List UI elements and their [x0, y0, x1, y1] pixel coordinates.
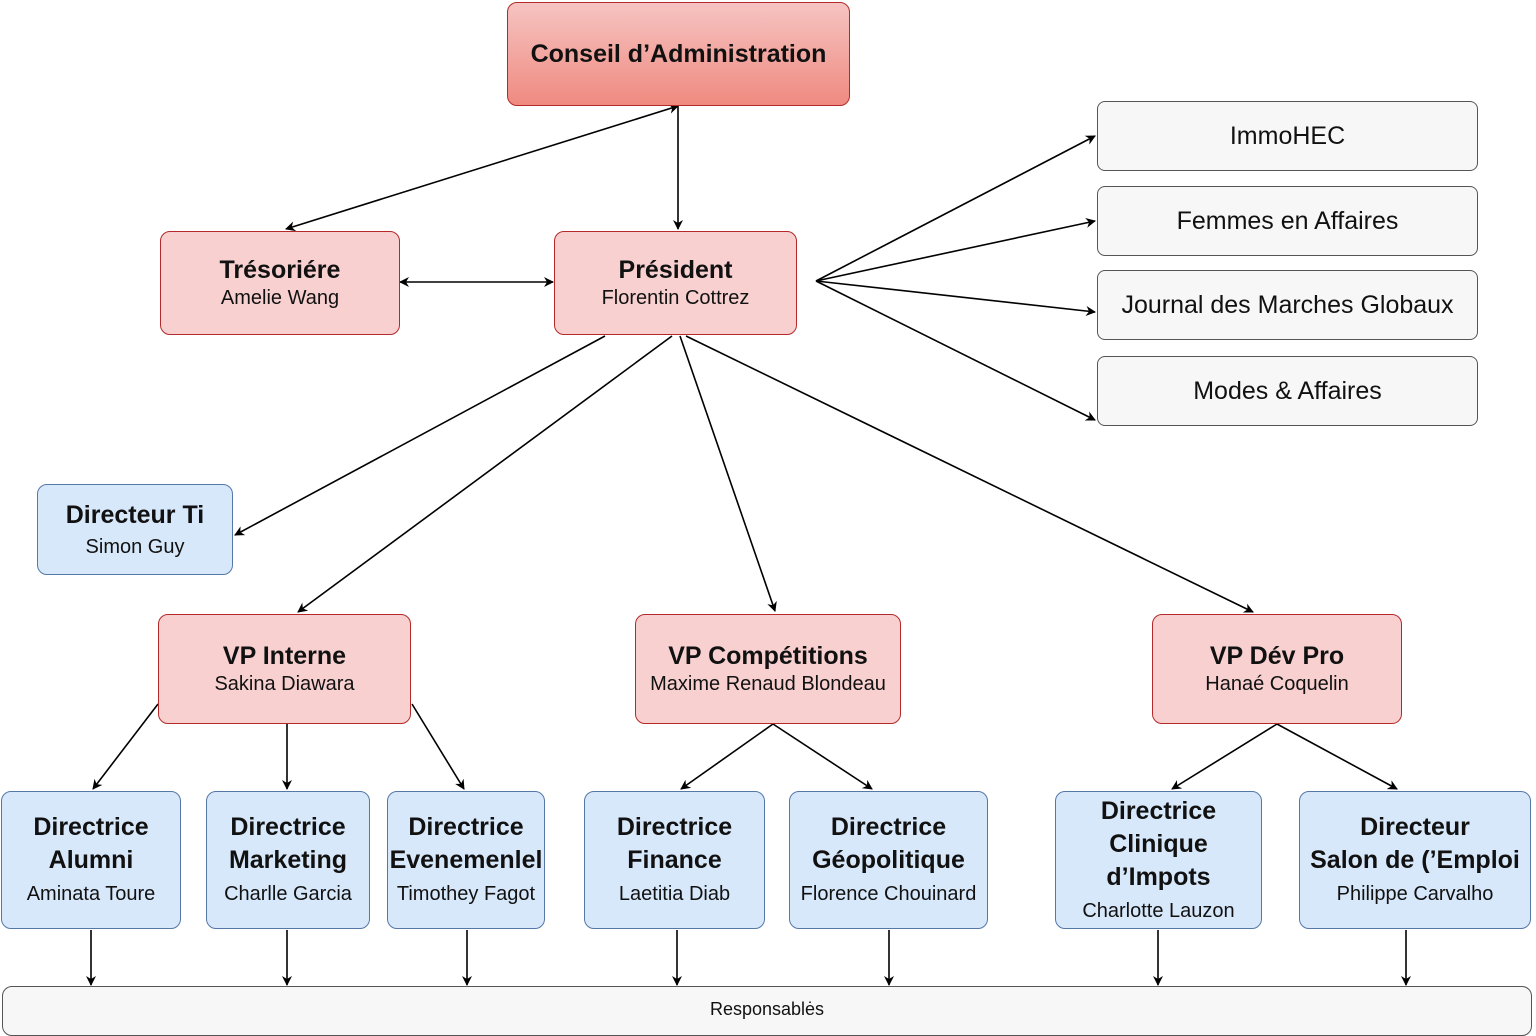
vp-dev-pro-node[interactable]: VP Dév Pro Hanaé Coquelin	[1152, 614, 1402, 724]
node-role: VP Compétitions	[668, 642, 868, 670]
publication-label: Journal des Marches Globaux	[1121, 291, 1454, 319]
node-role: VP Dév Pro	[1209, 642, 1345, 670]
edge-vp-dev-pro-clinique	[1171, 723, 1278, 790]
node-person: Charlle Garcia	[224, 883, 352, 905]
edge-vp-interne-evenementiel	[411, 703, 465, 790]
tresoriere-node[interactable]: Trésoriére Amelie Wang	[160, 231, 400, 335]
edge-president-immohec	[815, 135, 1096, 282]
edge-vp-competitions-finance	[680, 723, 774, 790]
edge-president-directeur-ti	[234, 335, 606, 536]
node-person: Florentin Cottrez	[601, 287, 750, 309]
node-role: Directrice	[1100, 796, 1217, 825]
edge-president-femmes	[815, 218, 1096, 282]
vp-interne-node[interactable]: VP Interne Sakina Diawara	[158, 614, 411, 724]
node-person: Amelie Wang	[220, 287, 340, 309]
node-person: Sakina Diawara	[214, 673, 355, 695]
publication-label: ImmoHEC	[1229, 122, 1346, 150]
node-department: Evenemenlel	[389, 846, 543, 874]
node-role: Directrice	[230, 813, 346, 841]
node-person: Maxime Renaud Blondeau	[650, 673, 886, 695]
node-person: Charlotte Lauzon	[1082, 899, 1235, 922]
node-department: Marketing	[228, 846, 348, 874]
responsables-label: Responsablės	[709, 999, 825, 1019]
vp-competitions-node[interactable]: VP Compétitions Maxime Renaud Blondeau	[635, 614, 901, 724]
publication-label: Modes & Affaires	[1193, 377, 1382, 405]
node-person: Florence Chouinard	[800, 883, 977, 905]
edge-board-tresoriere	[285, 103, 679, 232]
node-person: Philippe Carvalho	[1336, 883, 1494, 905]
node-person: Hanaé Coquelin	[1205, 673, 1349, 695]
node-person: Timothey Fagot	[396, 883, 536, 905]
node-department: Clinique d’Impots	[1106, 829, 1211, 891]
node-role: Directeur Ti	[65, 500, 205, 529]
node-role: Directrice	[33, 813, 149, 841]
node-role: VP Interne	[222, 642, 347, 670]
publication-node-modes-affaires[interactable]: Modes & Affaires	[1097, 356, 1478, 426]
directrice-finance-node[interactable]: Directrice Finance Laetitia Diab	[584, 791, 765, 929]
edge-president-journal	[815, 280, 1096, 316]
president-node[interactable]: Président Florentin Cottrez	[554, 231, 797, 335]
node-department: Géopolitique	[812, 846, 965, 874]
node-role: Président	[618, 256, 733, 284]
node-person: Simon Guy	[85, 535, 185, 558]
publication-label: Femmes en Affaires	[1176, 207, 1399, 235]
board-title: Conseil d’Administration	[530, 40, 827, 68]
directrice-alumni-node[interactable]: Directrice Alumni Aminata Toure	[1, 791, 181, 929]
directeur-ti-node[interactable]: Directeur Ti Simon Guy	[37, 484, 233, 575]
responsables-bar[interactable]: Responsablės	[2, 986, 1532, 1036]
edge-president-vp-interne	[297, 335, 673, 613]
edge-president-vp-competitions	[679, 335, 777, 612]
edge-president-modes	[815, 280, 1096, 421]
node-person: Aminata Toure	[26, 883, 156, 905]
directeur-salon-emploi-node[interactable]: Directeur Salon de (’Emploi Philippe Car…	[1299, 791, 1531, 929]
publication-node-immohec[interactable]: ImmoHEC	[1097, 101, 1478, 171]
node-role: Directrice	[830, 813, 947, 841]
directrice-clinique-impots-node[interactable]: Directrice Clinique d’Impots Charlotte L…	[1055, 791, 1262, 929]
publication-node-journal[interactable]: Journal des Marches Globaux	[1097, 270, 1478, 340]
directrice-marketing-node[interactable]: Directrice Marketing Charlle Garcia	[206, 791, 370, 929]
edge-vp-competitions-geopolitique	[772, 723, 873, 790]
directrice-evenementiel-node[interactable]: Directrice Evenemenlel Timothey Fagot	[387, 791, 545, 929]
node-person: Laetitia Diab	[618, 883, 731, 905]
board-node[interactable]: Conseil d’Administration	[507, 2, 850, 106]
node-role: Trésoriére	[219, 256, 341, 284]
node-department: Salon de (’Emploi	[1310, 846, 1520, 874]
directrice-geopolitique-node[interactable]: Directrice Géopolitique Florence Chouina…	[789, 791, 988, 929]
edge-vp-interne-alumni	[92, 703, 159, 790]
node-department: Finance	[627, 846, 722, 874]
node-role: Directrice	[616, 813, 733, 841]
publication-node-femmes-en-affaires[interactable]: Femmes en Affaires	[1097, 186, 1478, 256]
edge-vp-dev-pro-salon	[1276, 723, 1398, 790]
node-department: Alumni	[48, 846, 134, 874]
node-role: Directeur	[1360, 813, 1470, 841]
node-role: Directrice	[408, 813, 524, 841]
